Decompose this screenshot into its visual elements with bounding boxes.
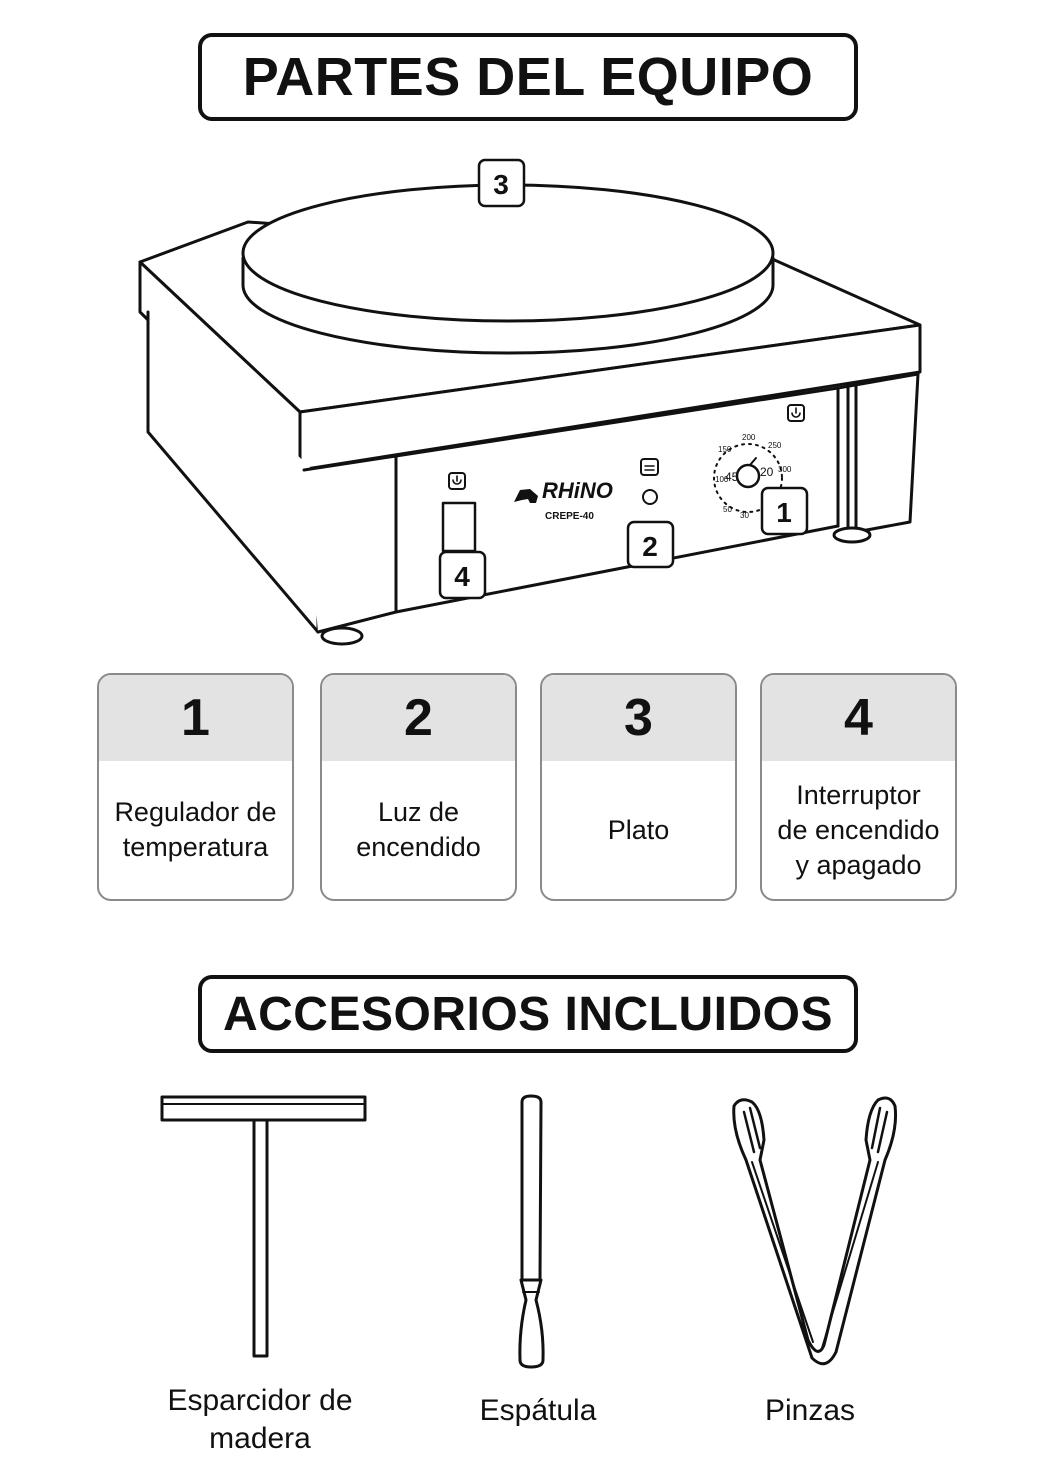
spatula-icon xyxy=(518,1094,545,1369)
part-number: 2 xyxy=(322,675,515,761)
accessory-label-spreader: Esparcidor de madera xyxy=(167,1384,353,1455)
accessory-label-spatula: Espátula xyxy=(479,1394,597,1427)
dial-scale: 50 100 150 200 250 300 30 45 20 xyxy=(715,433,792,520)
part-number: 3 xyxy=(542,675,735,761)
tongs-icon xyxy=(732,1096,897,1366)
callout-4: 4 xyxy=(438,550,487,600)
part-name: Luz de encendido xyxy=(356,797,481,862)
accessories-title: ACCESORIOS INCLUIDOS xyxy=(198,975,858,1053)
wooden-spreader-icon xyxy=(160,1095,367,1358)
part-card-2: 2 Luz de encendido xyxy=(320,673,517,901)
crepe-maker-illustration xyxy=(138,183,922,646)
part-name: Interruptor de encendido y apagado xyxy=(777,779,940,880)
part-card-4: 4 Interruptor de encendido y apagado xyxy=(760,673,957,901)
part-number: 1 xyxy=(99,675,292,761)
svg-text:1: 1 xyxy=(776,497,792,528)
dial-mark: 200 xyxy=(742,433,756,442)
svg-text:2: 2 xyxy=(642,531,658,562)
dial-mark: 100 xyxy=(715,475,729,484)
part-number: 4 xyxy=(762,675,955,761)
accessory-label-tongs: Pinzas xyxy=(764,1394,856,1427)
svg-text:3: 3 xyxy=(493,169,509,200)
callout-1: 1 xyxy=(760,486,809,536)
callout-2: 2 xyxy=(626,520,675,569)
dial-mark: 30 xyxy=(740,511,749,520)
parts-title: PARTES DEL EQUIPO xyxy=(198,33,858,121)
dial-mark: 50 xyxy=(723,505,732,514)
dial-mark: 300 xyxy=(778,465,792,474)
model-label: CREPE-40 xyxy=(545,511,594,522)
dial-mark: 45 xyxy=(725,470,739,484)
brand-logo: RHiNO xyxy=(542,478,613,503)
part-card-1: 1 Regulador de temperatura xyxy=(97,673,294,901)
svg-text:4: 4 xyxy=(454,561,470,592)
dial-mark: 20 xyxy=(760,465,774,479)
part-card-3: 3 Plato xyxy=(540,673,737,901)
part-name: Plato xyxy=(607,814,670,845)
dial-mark: 150 xyxy=(718,445,732,454)
dial-mark: 250 xyxy=(768,441,782,450)
part-name: Regulador de temperatura xyxy=(114,797,277,862)
callout-3: 3 xyxy=(477,158,526,208)
